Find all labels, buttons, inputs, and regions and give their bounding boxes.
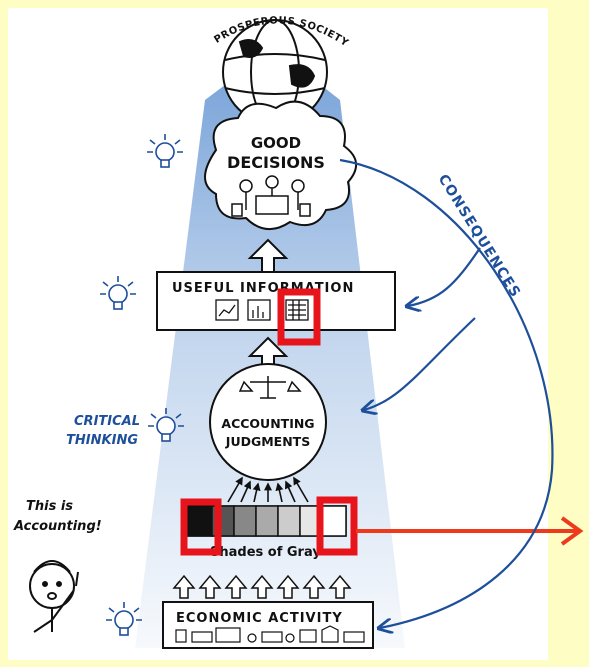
highlight-box-report	[277, 288, 321, 346]
useful-information-box	[156, 271, 396, 331]
lightbulb-icon	[148, 408, 184, 442]
thought-cloud	[204, 100, 357, 230]
consequences-label: CONSEQUENCES	[435, 172, 524, 301]
city-icons	[175, 625, 365, 643]
lightbulb-icon	[106, 602, 142, 636]
people-icon	[231, 175, 311, 217]
accounting-exclaim-label: Accounting!	[13, 519, 102, 534]
person-icon	[29, 560, 79, 633]
report-icons	[215, 299, 309, 321]
activity-up-arrows	[172, 574, 352, 599]
highlight-box-black	[180, 498, 222, 556]
critical-label: CRITICAL	[74, 414, 140, 429]
thinking-label: THINKING	[66, 433, 138, 448]
scale-icon	[238, 376, 302, 399]
highlight-box-white	[316, 496, 358, 556]
lightbulb-icon	[147, 134, 183, 168]
useful-information-label: USEFUL INFORMATION	[172, 281, 354, 296]
shades-of-gray-label: Shades of Gray	[210, 545, 321, 560]
accounting-label: ACCOUNTING	[221, 416, 314, 431]
red-pointer-arrow	[356, 516, 584, 546]
this-is-label: This is	[26, 499, 73, 514]
shades-of-gray-bar	[187, 505, 347, 537]
accounting-judgments-circle	[209, 363, 327, 481]
globe-icon	[222, 19, 328, 125]
lightbulb-icon	[100, 276, 136, 310]
good-label: GOOD	[251, 134, 301, 152]
up-arrow-info-to-decisions	[247, 238, 289, 273]
economic-activity-label: ECONOMIC ACTIVITY	[176, 611, 343, 626]
consequence-arrows	[339, 158, 554, 628]
judgments-label: JUDGMENTS	[225, 434, 310, 449]
input-arrows	[227, 476, 309, 503]
decisions-label: DECISIONS	[227, 153, 325, 172]
